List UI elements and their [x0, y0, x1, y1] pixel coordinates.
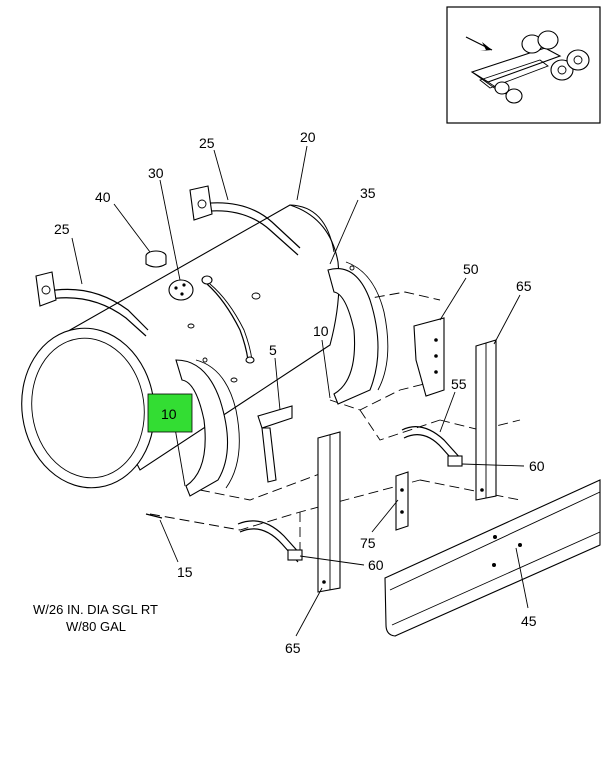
callout-15: 15: [177, 564, 193, 580]
callout-65-right: 65: [516, 278, 532, 294]
callout-75: 75: [360, 535, 376, 551]
spring-arm-rear: [401, 426, 463, 467]
callout-60-front: 60: [368, 557, 384, 573]
tank-bracket-front: [175, 357, 240, 497]
callout-25-left: 25: [54, 221, 70, 237]
callout-40: 40: [95, 189, 111, 205]
callout-5: 5: [269, 342, 277, 358]
callout-45: 45: [521, 613, 537, 629]
tank-bracket-rear: [327, 261, 389, 405]
application-note: W/26 IN. DIA SGL RT W/80 GAL: [33, 602, 158, 634]
note-line-2: W/80 GAL: [66, 619, 126, 634]
fill-neck: [145, 250, 167, 268]
tank-strap-left: [35, 271, 149, 337]
callout-10-front: 10: [161, 406, 177, 422]
callout-20: 20: [300, 129, 316, 145]
callout-labels: 25 20 30 40 35 25 50 65 10 5 55 10 60 75…: [54, 129, 545, 656]
callout-35: 35: [360, 185, 376, 201]
upright-support-rear: [475, 339, 497, 501]
callout-55: 55: [451, 376, 467, 392]
spring-arm-front: [237, 520, 303, 563]
chassis-icon: [470, 30, 590, 104]
callout-60-right: 60: [529, 458, 545, 474]
leader-lines: [71, 145, 529, 637]
note-line-1: W/26 IN. DIA SGL RT: [33, 602, 158, 617]
upright-support-front: [317, 431, 341, 593]
callout-65-front: 65: [285, 640, 301, 656]
mounting-plate: [395, 471, 409, 531]
support-brace: [257, 405, 293, 483]
callout-25-top: 25: [199, 135, 215, 151]
callout-10-rear: 10: [313, 323, 329, 339]
mounting-bracket: [413, 317, 445, 397]
sender-unit: [168, 275, 261, 383]
locator-inset: [446, 6, 601, 124]
tank-strap-right: [189, 185, 301, 256]
frame-rail: [384, 479, 601, 637]
highlight-box-10[interactable]: [147, 393, 193, 433]
fuel-tank: [21, 204, 340, 489]
bolt: [145, 513, 163, 519]
callout-50: 50: [463, 261, 479, 277]
callout-30: 30: [148, 165, 164, 181]
